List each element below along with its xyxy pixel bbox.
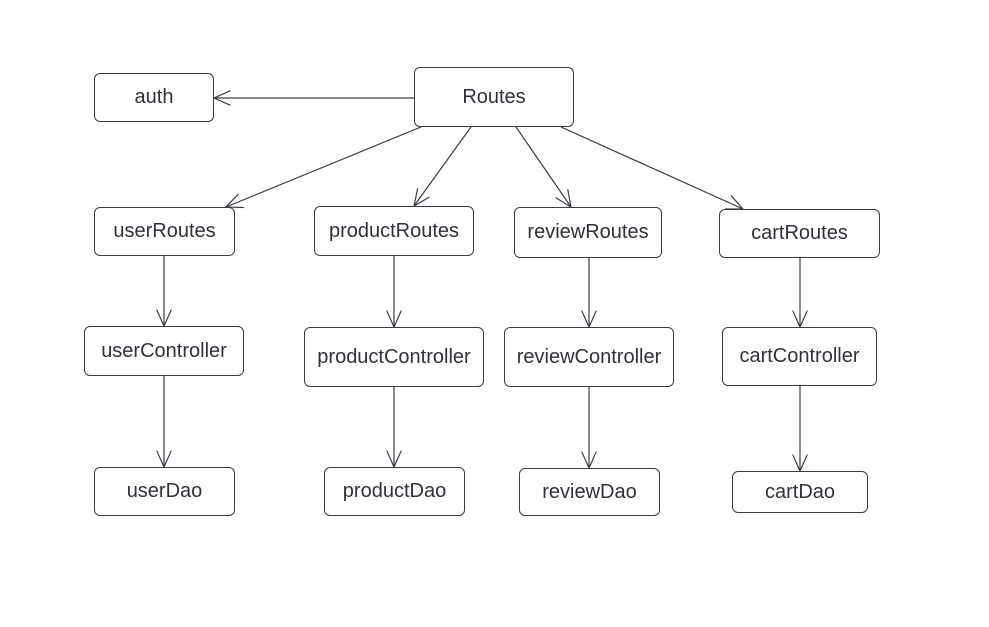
edge-routes-to-productRoutes: [413, 126, 472, 207]
review-dao-node: reviewDao: [519, 468, 660, 516]
cart-routes-node: cartRoutes: [719, 209, 880, 258]
cart-dao-node: cartDao: [732, 471, 868, 513]
review-controller-node: reviewController: [504, 327, 674, 387]
edge-routes-to-reviewRoutes: [515, 126, 572, 208]
auth-node: auth: [94, 73, 214, 122]
review-routes-node: reviewRoutes: [514, 207, 662, 258]
product-routes-node: productRoutes: [314, 206, 474, 256]
arrowhead-auth: [212, 90, 231, 106]
user-controller-node: userController: [84, 326, 244, 376]
user-routes-node: userRoutes: [94, 207, 235, 256]
routes-node: Routes: [414, 67, 574, 127]
user-dao-node: userDao: [94, 467, 235, 516]
product-dao-node: productDao: [324, 467, 465, 516]
edge-routes-to-userRoutes: [225, 126, 422, 208]
edge-routes-to-cartRoutes: [560, 126, 744, 210]
cart-controller-node: cartController: [722, 327, 877, 386]
product-controller-node: productController: [304, 327, 484, 387]
